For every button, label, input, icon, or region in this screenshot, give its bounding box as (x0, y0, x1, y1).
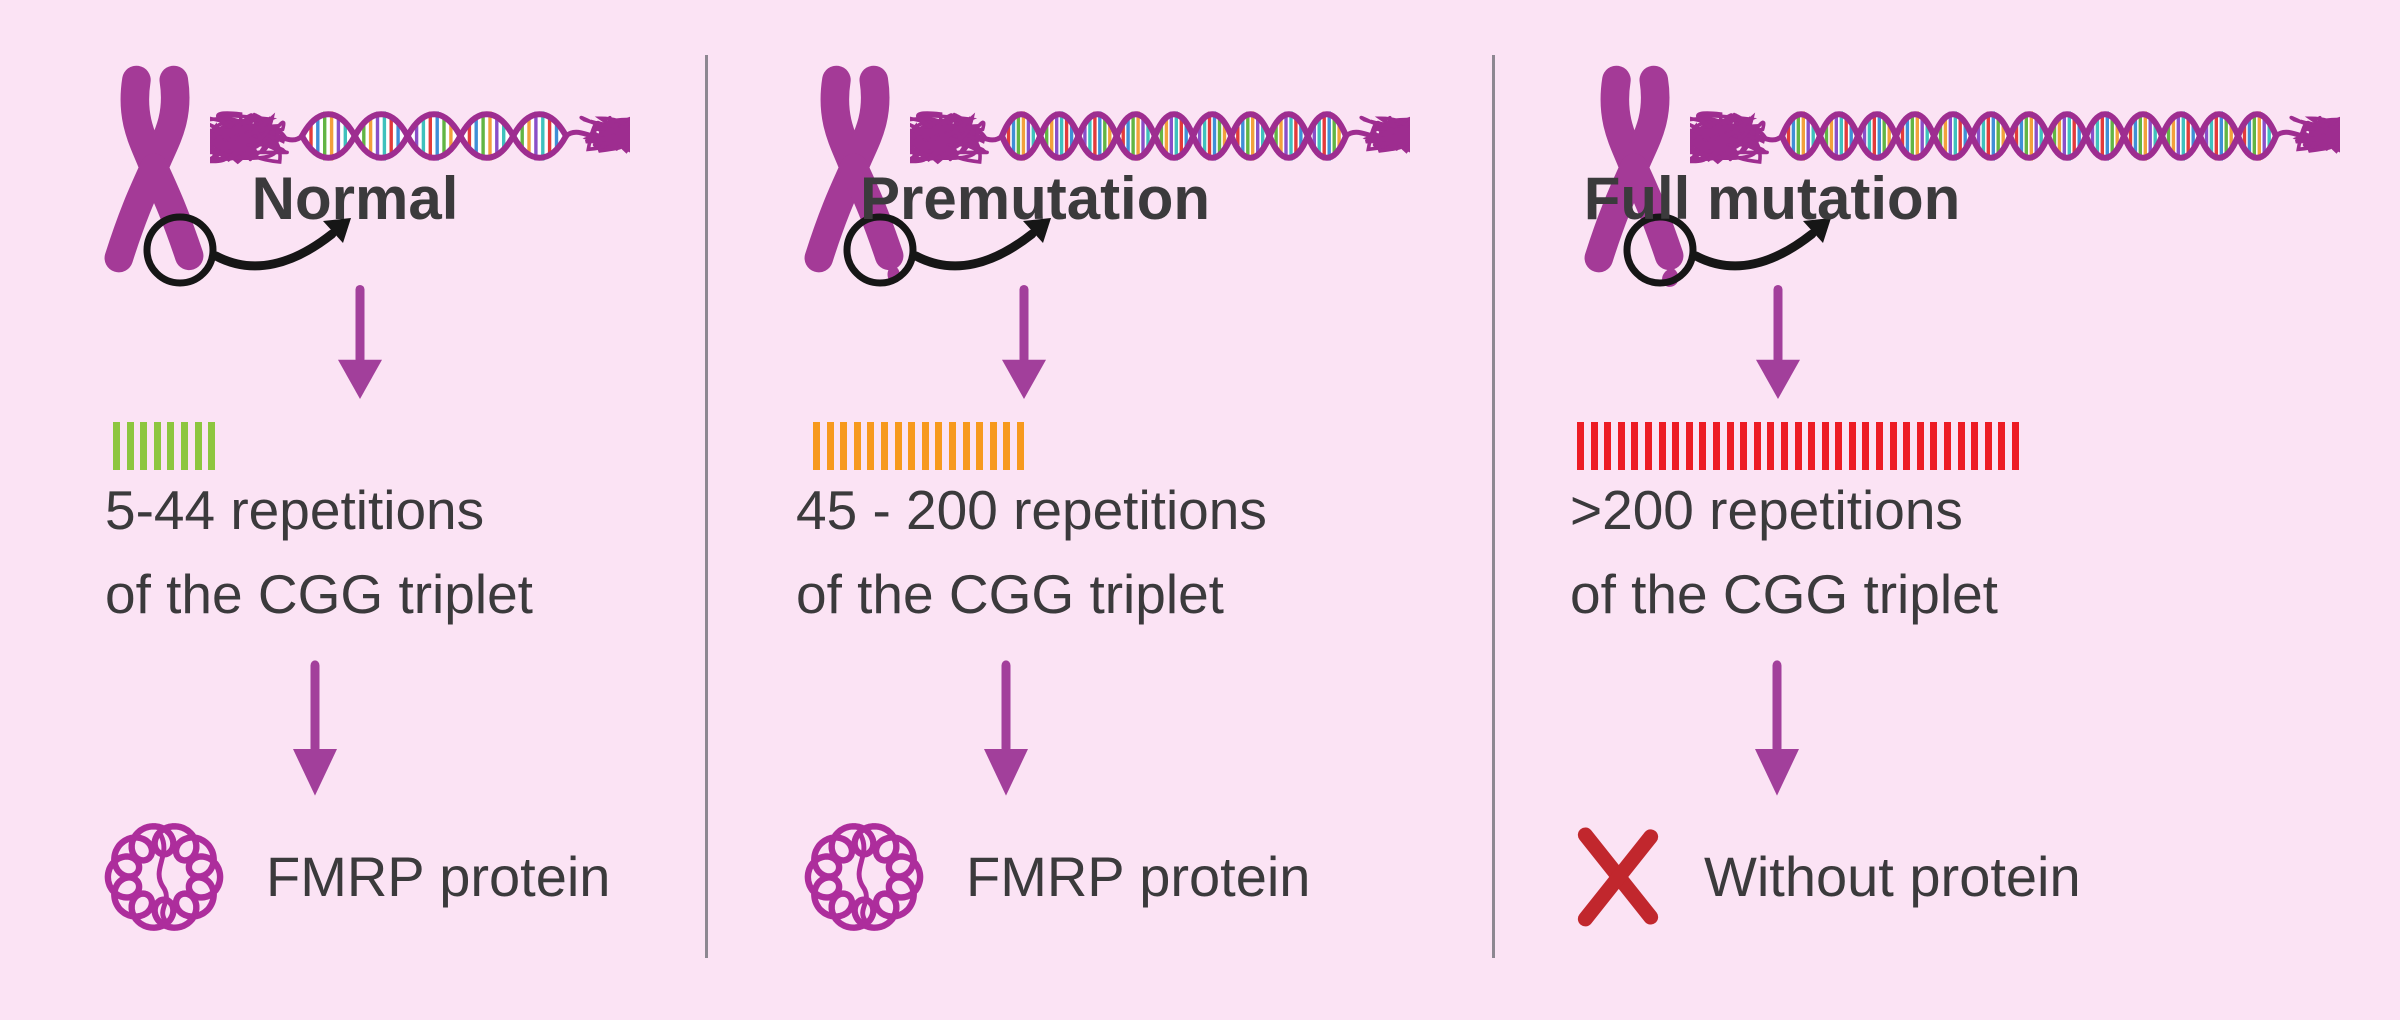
down-arrow-icon (1755, 660, 1799, 796)
down-arrow-icon (1756, 284, 1800, 400)
repeat-description: 5-44 repetitions of the CGG triplet (105, 468, 533, 636)
dna-helix-icon (1690, 111, 2340, 165)
outcome: FMRP protein (100, 806, 610, 946)
repeat-unit: of the CGG triplet (1570, 563, 1998, 625)
repeat-description: >200 repetitions of the CGG triplet (1570, 468, 1998, 636)
down-arrow-icon (338, 284, 382, 400)
fragile-site-callout-icon (1623, 213, 1831, 287)
repeat-bars (113, 422, 216, 470)
column-title: Normal (251, 165, 459, 232)
protein-icon (104, 823, 224, 931)
repeat-description: 45 - 200 repetitions of the CGG triplet (796, 468, 1267, 636)
repeat-unit: of the CGG triplet (105, 563, 533, 625)
dna-helix-icon (910, 111, 1410, 165)
outcome: Without protein (1570, 806, 2081, 946)
repeat-bars (1577, 422, 2019, 470)
outcome: FMRP protein (800, 806, 1310, 946)
dna-helix-icon (210, 111, 630, 165)
column-normal: Normal 5-44 repetitions of the CGG tripl… (60, 0, 705, 1020)
repeat-range: 5-44 repetitions (105, 479, 485, 541)
column-title: Full mutation (1583, 165, 1961, 232)
outcome-label: FMRP protein (966, 844, 1311, 908)
column-full-mutation: Full mutation >200 repetitions of the CG… (1540, 0, 2400, 1020)
column-divider (1492, 55, 1495, 958)
column-divider (705, 55, 708, 958)
outcome-label: Without protein (1704, 844, 2081, 908)
cross-icon (1577, 827, 1659, 927)
down-arrow-icon (984, 660, 1028, 796)
column-title: Premutation (859, 165, 1211, 232)
repeat-range: >200 repetitions (1570, 479, 1963, 541)
repeat-bars (813, 422, 1024, 470)
fragile-site-callout-icon (843, 213, 1051, 287)
protein-icon (804, 823, 924, 931)
repeat-range: 45 - 200 repetitions (796, 479, 1267, 541)
down-arrow-icon (1002, 284, 1046, 400)
down-arrow-icon (293, 660, 337, 796)
repeat-unit: of the CGG triplet (796, 563, 1224, 625)
fragile-site-callout-icon (143, 213, 351, 287)
column-premutation: Premutation 45 - 200 repetitions of the … (760, 0, 1492, 1020)
outcome-label: FMRP protein (266, 844, 611, 908)
